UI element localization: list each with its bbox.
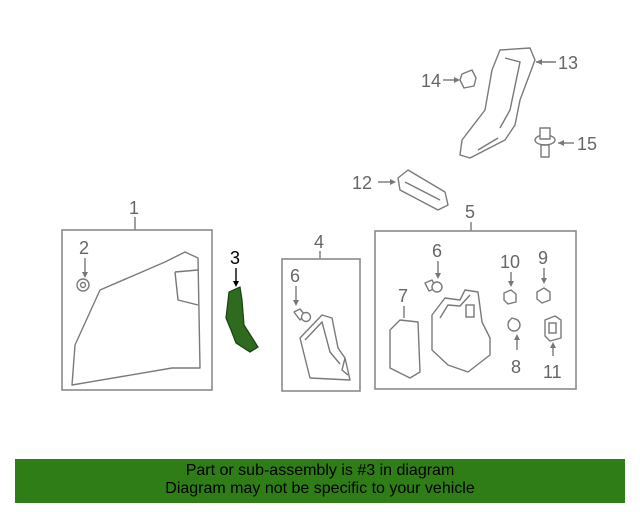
callout-7: 7	[398, 286, 408, 306]
callout-3: 3	[230, 248, 240, 268]
part-13-pillar-trim: 13	[459, 47, 578, 159]
info-banner: Part or sub-assembly is #3 in diagram Di…	[15, 459, 625, 503]
callout-6b: 6	[432, 241, 442, 261]
banner-line-2: Diagram may not be specific to your vehi…	[165, 480, 475, 497]
part-14-clip: 14	[421, 69, 477, 91]
part-3-highlighted: 3	[225, 248, 259, 353]
callout-10: 10	[500, 252, 520, 272]
callout-4: 4	[314, 232, 324, 252]
part-15-push-pin: 15	[534, 127, 597, 158]
callout-9: 9	[538, 248, 548, 268]
group-5-trim-kit: 5 6 7 10 9 8	[374, 202, 577, 390]
callout-8: 8	[511, 357, 521, 377]
part-12-bracket: 12	[352, 169, 449, 211]
banner-line-1: Part or sub-assembly is #3 in diagram	[185, 462, 455, 479]
callout-6a: 6	[290, 266, 300, 286]
callout-15: 15	[577, 134, 597, 154]
callout-13: 13	[558, 53, 578, 73]
group-4-trim-piece: 4 6	[281, 232, 361, 392]
callout-14: 14	[421, 71, 441, 91]
callout-12: 12	[352, 173, 372, 193]
callout-11: 11	[543, 362, 562, 382]
group-1-quarter-trim: 1 2	[61, 198, 213, 391]
callout-2: 2	[79, 238, 89, 258]
callout-1: 1	[129, 198, 139, 218]
callout-5: 5	[465, 202, 475, 222]
